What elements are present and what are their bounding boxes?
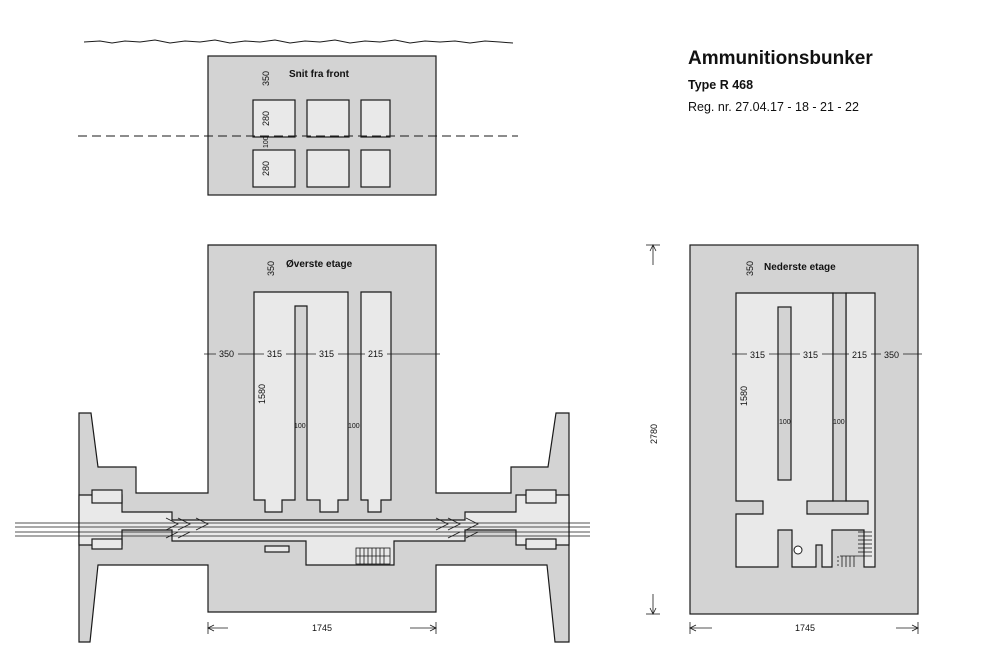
upper-dim-side-left: 350	[219, 349, 234, 359]
upper-dim-bay1: 315	[267, 349, 282, 359]
upper-dim-top: 350	[266, 261, 276, 276]
lower-label: Nederste etage	[764, 262, 836, 273]
section-dim-gap: 100	[263, 136, 270, 148]
lower-dim-wall2: 100	[833, 419, 845, 426]
section-dim-top: 350	[261, 71, 271, 86]
lower-dim-bay3: 215	[852, 350, 867, 360]
upper-dim-wall2: 100	[348, 423, 360, 430]
upper-dim-bay2: 315	[319, 349, 334, 359]
drawing-title: Ammunitionsbunker	[688, 48, 873, 69]
upper-side-chamber	[91, 538, 123, 550]
lower-bay-1	[735, 292, 876, 568]
ground-line	[83, 39, 514, 44]
lower-dim-wall1: 100	[779, 419, 791, 426]
section-chamber	[306, 99, 350, 138]
front-section: Snit fra front 350 280 100 280	[78, 39, 518, 196]
upper-baffle-right	[435, 517, 479, 539]
upper-niche	[264, 545, 290, 553]
lower-well	[793, 545, 803, 555]
upper-dim-bay3: 215	[368, 349, 383, 359]
section-chamber	[360, 149, 391, 188]
lower-stair	[837, 531, 872, 568]
upper-side-chamber	[525, 538, 557, 550]
upper-floor-plan: Øverste etage 350 350 315 315 215 1580 1…	[15, 244, 590, 643]
upper-width-dimension: 1745	[207, 622, 437, 634]
lower-floor-plan: Nederste etage 350 315 315 215 350 1580 …	[646, 244, 922, 634]
upper-bay-1	[253, 291, 349, 513]
lower-width-dimension: 1745	[689, 622, 919, 634]
lower-height-dimension: 2780	[646, 244, 660, 615]
lower-dim-width: 1745	[795, 623, 815, 633]
section-chamber	[360, 99, 391, 138]
upper-dim-depth: 1580	[257, 384, 267, 404]
lower-dim-top: 350	[745, 261, 755, 276]
registration-number: Reg. nr. 27.04.17 - 18 - 21 - 22	[688, 100, 859, 114]
upper-baffle-left	[165, 517, 209, 539]
type-label: Type R 468	[688, 78, 754, 92]
section-dim-row2: 280	[261, 161, 271, 176]
section-chamber	[252, 149, 296, 188]
lower-dim-height: 2780	[649, 424, 659, 444]
lower-dim-depth: 1580	[739, 386, 749, 406]
title-block: Ammunitionsbunker Type R 468 Reg. nr. 27…	[688, 48, 968, 114]
upper-bay-3	[360, 291, 392, 513]
section-dim-row1: 280	[261, 111, 271, 126]
lower-dim-side-right: 350	[884, 350, 899, 360]
section-chamber	[306, 149, 350, 188]
upper-side-chamber	[91, 489, 123, 504]
section-chamber	[252, 99, 296, 138]
lower-dim-bay2: 315	[803, 350, 818, 360]
upper-dim-wall1: 100	[294, 423, 306, 430]
lower-dim-bay1: 315	[750, 350, 765, 360]
upper-dim-width: 1745	[312, 623, 332, 633]
lower-wall-pier	[832, 292, 847, 502]
upper-label: Øverste etage	[286, 259, 353, 270]
upper-stair	[355, 547, 391, 565]
upper-side-chamber	[525, 489, 557, 504]
upper-corridor	[78, 494, 570, 566]
lower-wall-pier	[777, 306, 792, 481]
section-label: Snit fra front	[289, 69, 350, 80]
